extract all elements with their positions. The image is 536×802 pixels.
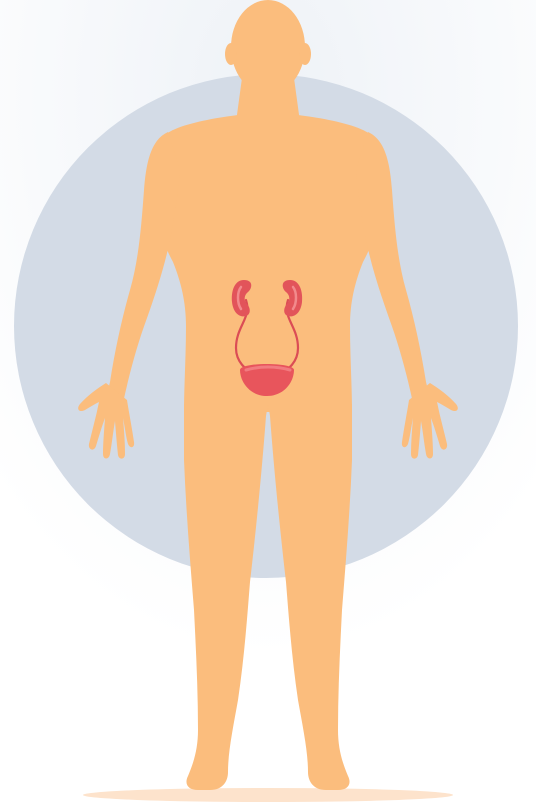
ground-shadow <box>83 788 453 802</box>
right-ear <box>299 43 311 65</box>
left-ear <box>225 43 237 65</box>
